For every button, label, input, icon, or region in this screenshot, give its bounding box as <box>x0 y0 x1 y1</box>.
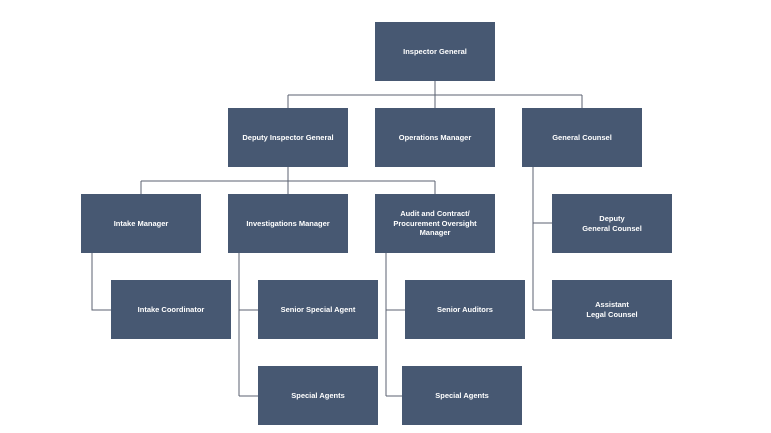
node-label: Inspector General <box>403 46 467 56</box>
node-label: Assistant Legal Counsel <box>586 300 638 319</box>
node-label: Deputy Inspector General <box>242 132 334 142</box>
node-special-agents-audit: Special Agents <box>402 366 522 425</box>
node-label: General Counsel <box>552 132 612 142</box>
node-special-agents-investigations: Special Agents <box>258 366 378 425</box>
node-deputy-general-counsel: Deputy General Counsel <box>552 194 672 253</box>
node-investigations-manager: Investigations Manager <box>228 194 348 253</box>
node-label: Intake Coordinator <box>137 304 205 314</box>
node-label: Senior Special Agent <box>280 304 356 314</box>
node-deputy-inspector-general: Deputy Inspector General <box>228 108 348 167</box>
node-inspector-general: Inspector General <box>375 22 495 81</box>
node-label: Senior Auditors <box>437 304 493 314</box>
connector-audit-staff <box>385 253 405 397</box>
node-label: Special Agents <box>435 390 489 400</box>
node-label: Audit and Contract/ Procurement Oversigh… <box>393 209 477 238</box>
node-label: Deputy General Counsel <box>582 214 642 233</box>
node-senior-special-agent: Senior Special Agent <box>258 280 378 339</box>
node-general-counsel: General Counsel <box>522 108 642 167</box>
node-label: Operations Manager <box>398 132 472 142</box>
connector-investigations-staff <box>238 253 258 397</box>
node-operations-manager: Operations Manager <box>375 108 495 167</box>
node-label: Intake Manager <box>113 218 169 228</box>
node-intake-manager: Intake Manager <box>81 194 201 253</box>
node-label: Special Agents <box>291 390 345 400</box>
node-audit-manager: Audit and Contract/ Procurement Oversigh… <box>375 194 495 253</box>
node-label: Investigations Manager <box>246 218 330 228</box>
node-assistant-legal-counsel: Assistant Legal Counsel <box>552 280 672 339</box>
connector-gc-staff <box>532 167 552 311</box>
connector-intake-staff <box>91 253 111 311</box>
node-senior-auditors: Senior Auditors <box>405 280 525 339</box>
node-intake-coordinator: Intake Coordinator <box>111 280 231 339</box>
